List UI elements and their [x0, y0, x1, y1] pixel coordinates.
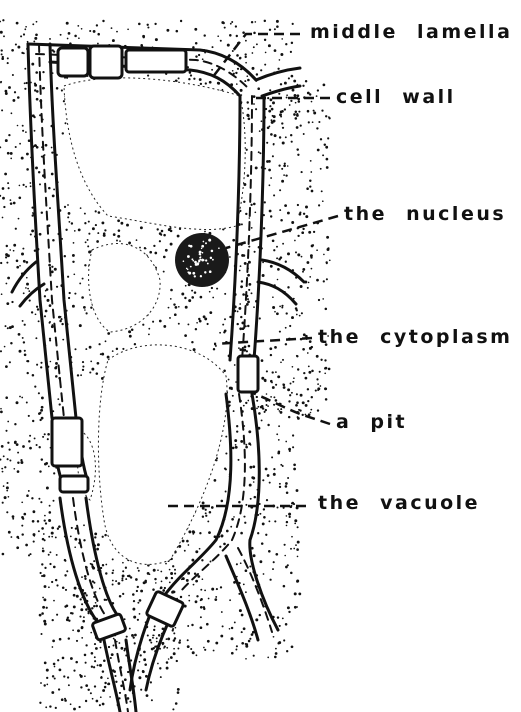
label-cytoplasm: the cytoplasm — [318, 326, 512, 348]
label-pit: a pit — [336, 411, 407, 433]
large-vacuole — [98, 345, 227, 565]
nucleus — [175, 233, 229, 287]
label-middle-lamella: middle lamella — [310, 21, 512, 43]
vacuoles — [64, 78, 245, 565]
left-mid-vacuole — [89, 243, 161, 332]
upper-vacuole — [64, 78, 245, 230]
leader-cytoplasm — [214, 338, 312, 344]
label-cell-wall: cell wall — [336, 86, 456, 108]
label-nucleus: the nucleus — [344, 203, 506, 225]
label-vacuole: the vacuole — [318, 492, 480, 514]
